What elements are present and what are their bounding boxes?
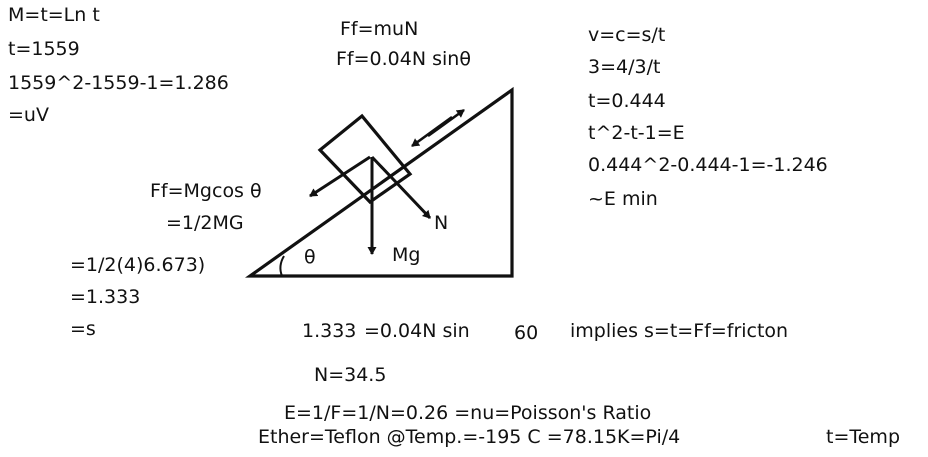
note-s: =s [70,318,96,340]
poisson-line: E=1/F=1/N=0.26 =nu=Poisson's Ratio [284,402,652,424]
friction-cos-label: Ff=Mgcos θ [150,180,262,202]
half-mg-label: =1/2MG [166,212,244,234]
note-quadratic: 1559^2-1559-1=1.286 [8,72,229,94]
normal-force-label: N [434,212,449,234]
note-ratio: 3=4/3/t [588,56,661,78]
angle-theta-label: θ [304,246,316,268]
result-n: N=34.5 [314,364,387,386]
equation-mid: =0.04N sin [364,320,470,342]
equation-angle: 60 [514,322,539,344]
note-e-min: ~E min [588,188,658,210]
motion-arrow-up [427,108,465,138]
note-e-value: 0.444^2-0.444-1=-1.246 [588,154,828,176]
incline-triangle [244,86,514,278]
weight-label: Mg [392,244,421,266]
note-uv: =uV [8,104,49,126]
friction-formula: Ff=muN [340,18,419,40]
sliding-block [317,113,413,205]
note-half-g: =1/2(4)6.673) [70,254,206,276]
note-m-equals-ln-t: M=t=Ln t [8,4,100,26]
ether-line: Ether=Teflon @Temp.=-195 C =78.15K=Pi/4 [258,426,681,448]
note-velocity: v=c=s/t [588,24,666,46]
motion-arrow-down [411,115,453,148]
temp-note: t=Temp [826,426,901,448]
note-t-small: t=0.444 [588,90,666,112]
note-t-value: t=1559 [8,38,80,60]
angle-arc [279,255,285,277]
normal-force-arrow [370,155,432,220]
note-s-value: =1.333 [70,286,141,308]
note-e-equation: t^2-t-1=E [588,122,685,144]
equation-implies: implies s=t=Ff=fricton [570,320,789,342]
equation-lhs: 1.333 [302,320,357,342]
friction-arrow [309,155,371,198]
friction-sin-formula: Ff=0.04N sinθ [336,48,471,70]
